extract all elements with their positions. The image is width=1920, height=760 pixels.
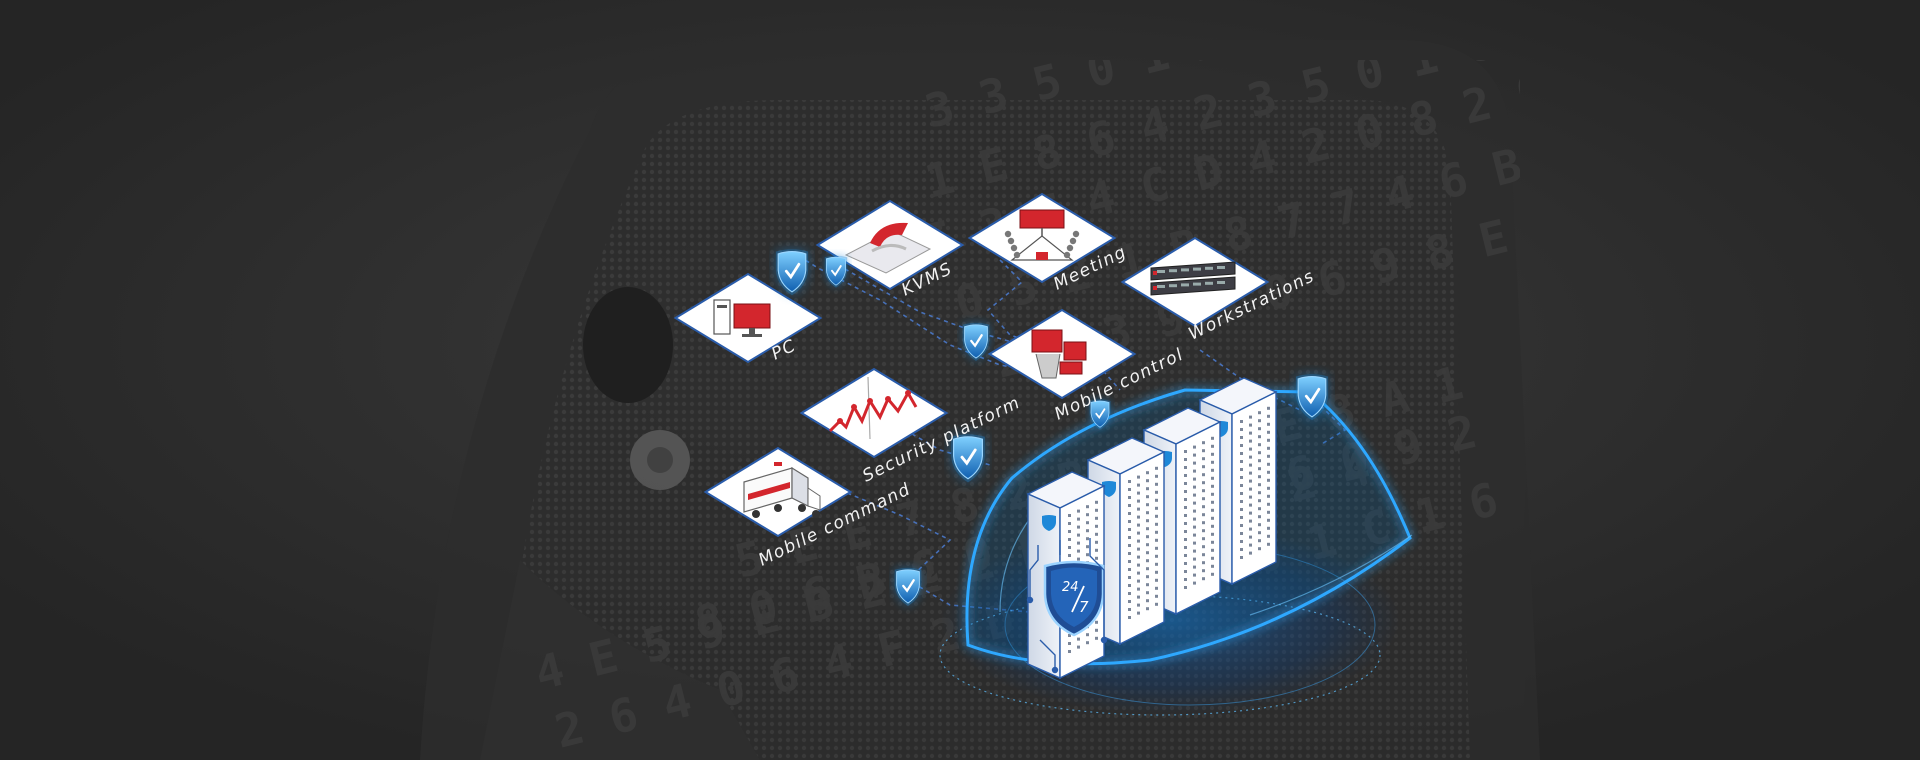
tile-mobile-command bbox=[703, 446, 853, 538]
security-platform-icon bbox=[828, 376, 918, 440]
mobile-control-icon bbox=[1031, 329, 1087, 379]
tile-pc bbox=[673, 272, 823, 364]
device-tiles bbox=[673, 192, 1270, 538]
security-check-badges bbox=[775, 249, 1329, 606]
pc-monitor-icon bbox=[713, 299, 771, 337]
tile-mobile-control bbox=[987, 308, 1137, 400]
check-shield-icon bbox=[962, 322, 990, 361]
tile-security-platform bbox=[799, 367, 949, 459]
tile-meeting bbox=[967, 192, 1117, 284]
server-cluster: 24 7 bbox=[939, 377, 1413, 716]
meeting-room-icon bbox=[1004, 209, 1080, 261]
check-shield-icon bbox=[1089, 399, 1111, 430]
circuit-traces bbox=[1026, 538, 1108, 674]
check-shield-icon bbox=[775, 249, 809, 296]
badge-7-label: 7 bbox=[1079, 598, 1089, 616]
tile-kvms bbox=[815, 199, 965, 291]
badge-24-7-icon: 24 7 bbox=[1043, 560, 1105, 637]
check-shield-icon bbox=[894, 567, 922, 606]
rack-server-icon bbox=[1150, 261, 1236, 296]
command-truck-icon bbox=[743, 462, 821, 518]
tile-workstrations bbox=[1120, 236, 1270, 328]
kvms-device-icon bbox=[844, 222, 932, 274]
check-shield-icon bbox=[1295, 374, 1329, 421]
check-shield-icon bbox=[824, 255, 848, 288]
badge-24-label: 24 bbox=[1062, 580, 1079, 595]
check-shield-icon bbox=[951, 434, 985, 483]
